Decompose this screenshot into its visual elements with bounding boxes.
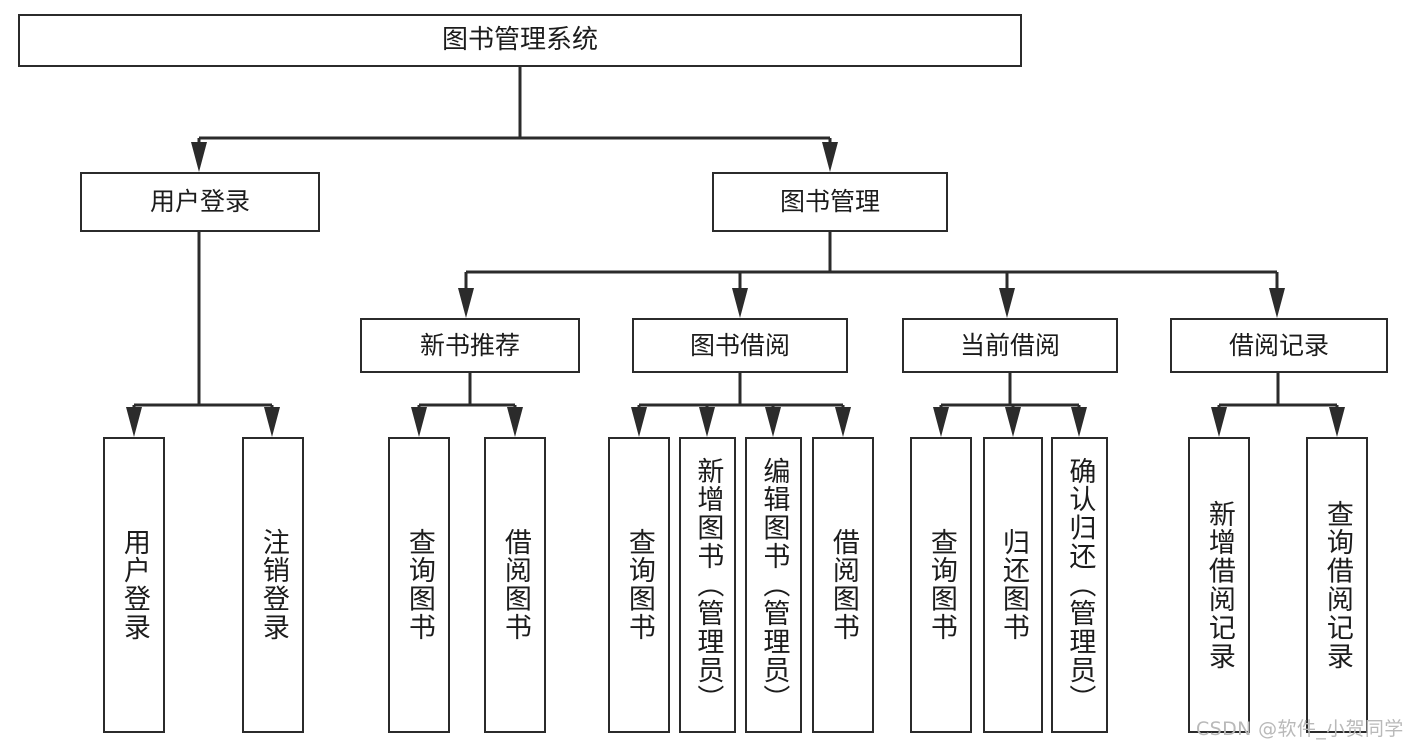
node-leaf-add-record[interactable]: 新增借阅记录 bbox=[1188, 437, 1250, 733]
node-leaf-return-book[interactable]: 归还图书 bbox=[983, 437, 1043, 733]
node-user-login[interactable]: 用户登录 bbox=[80, 172, 320, 232]
node-leaf-user-login[interactable]: 用户登录 bbox=[103, 437, 165, 733]
node-label-borrow-record: 借阅记录 bbox=[1228, 330, 1329, 360]
connector-arrow bbox=[699, 405, 715, 437]
node-label-leaf-query-book-3: 查询图书 bbox=[925, 528, 957, 642]
node-root[interactable]: 图书管理系统 bbox=[18, 14, 1022, 67]
connector-arrow bbox=[264, 405, 280, 437]
node-label-leaf-query-book-2: 查询图书 bbox=[623, 528, 655, 642]
node-label-current-borrow: 当前借阅 bbox=[959, 330, 1060, 360]
connector-arrow bbox=[631, 405, 647, 437]
node-label-leaf-add-book: 新增图书（管理员） bbox=[692, 456, 724, 714]
connector-arrow bbox=[507, 405, 523, 437]
node-leaf-edit-book[interactable]: 编辑图书（管理员） bbox=[745, 437, 802, 733]
node-label-leaf-user-login: 用户登录 bbox=[118, 528, 150, 642]
node-label-leaf-borrow-book-1: 借阅图书 bbox=[499, 528, 531, 642]
connector-arrow bbox=[191, 138, 207, 172]
connector-arrow bbox=[1269, 272, 1285, 318]
node-borrow-record[interactable]: 借阅记录 bbox=[1170, 318, 1388, 373]
node-leaf-logout[interactable]: 注销登录 bbox=[242, 437, 304, 733]
node-label-leaf-query-book-1: 查询图书 bbox=[403, 528, 435, 642]
node-label-user-login: 用户登录 bbox=[149, 187, 250, 217]
connector-arrow bbox=[1071, 405, 1087, 437]
node-label-root: 图书管理系统 bbox=[441, 25, 598, 56]
connector-arrow bbox=[765, 405, 781, 437]
connector-arrow bbox=[835, 405, 851, 437]
node-label-leaf-borrow-book-2: 借阅图书 bbox=[827, 528, 859, 642]
node-label-leaf-confirm-return: 确认归还（管理员） bbox=[1064, 456, 1096, 714]
node-leaf-query-book-2[interactable]: 查询图书 bbox=[608, 437, 670, 733]
node-leaf-query-record[interactable]: 查询借阅记录 bbox=[1306, 437, 1368, 733]
node-label-leaf-query-record: 查询借阅记录 bbox=[1321, 499, 1353, 671]
csdn-watermark: CSDN @软件_小贺同学 bbox=[1196, 718, 1404, 740]
connector-arrow bbox=[1005, 405, 1021, 437]
node-label-book-borrow: 图书借阅 bbox=[689, 330, 790, 360]
node-current-borrow[interactable]: 当前借阅 bbox=[902, 318, 1118, 373]
node-leaf-borrow-book-1[interactable]: 借阅图书 bbox=[484, 437, 546, 733]
node-new-book-recommend[interactable]: 新书推荐 bbox=[360, 318, 580, 373]
connector-arrow bbox=[999, 272, 1015, 318]
node-leaf-confirm-return[interactable]: 确认归还（管理员） bbox=[1051, 437, 1108, 733]
node-label-leaf-logout: 注销登录 bbox=[257, 528, 289, 642]
connector-arrow bbox=[458, 272, 474, 318]
node-book-manage[interactable]: 图书管理 bbox=[712, 172, 948, 232]
node-label-leaf-add-record: 新增借阅记录 bbox=[1203, 499, 1235, 671]
connector-arrow bbox=[732, 272, 748, 318]
connector-arrow bbox=[933, 405, 949, 437]
node-book-borrow[interactable]: 图书借阅 bbox=[632, 318, 848, 373]
connector-arrow bbox=[126, 405, 142, 437]
node-leaf-query-book-3[interactable]: 查询图书 bbox=[910, 437, 972, 733]
node-leaf-add-book[interactable]: 新增图书（管理员） bbox=[679, 437, 736, 733]
connector-arrow bbox=[1329, 405, 1345, 437]
node-label-leaf-edit-book: 编辑图书（管理员） bbox=[758, 456, 790, 714]
node-label-leaf-return-book: 归还图书 bbox=[997, 528, 1029, 642]
node-leaf-query-book-1[interactable]: 查询图书 bbox=[388, 437, 450, 733]
node-label-book-manage: 图书管理 bbox=[779, 187, 880, 217]
connector-arrow bbox=[1211, 405, 1227, 437]
connector-arrow bbox=[411, 405, 427, 437]
node-leaf-borrow-book-2[interactable]: 借阅图书 bbox=[812, 437, 874, 733]
node-label-new-book-recommend: 新书推荐 bbox=[419, 330, 520, 360]
connector-arrow bbox=[822, 138, 838, 172]
